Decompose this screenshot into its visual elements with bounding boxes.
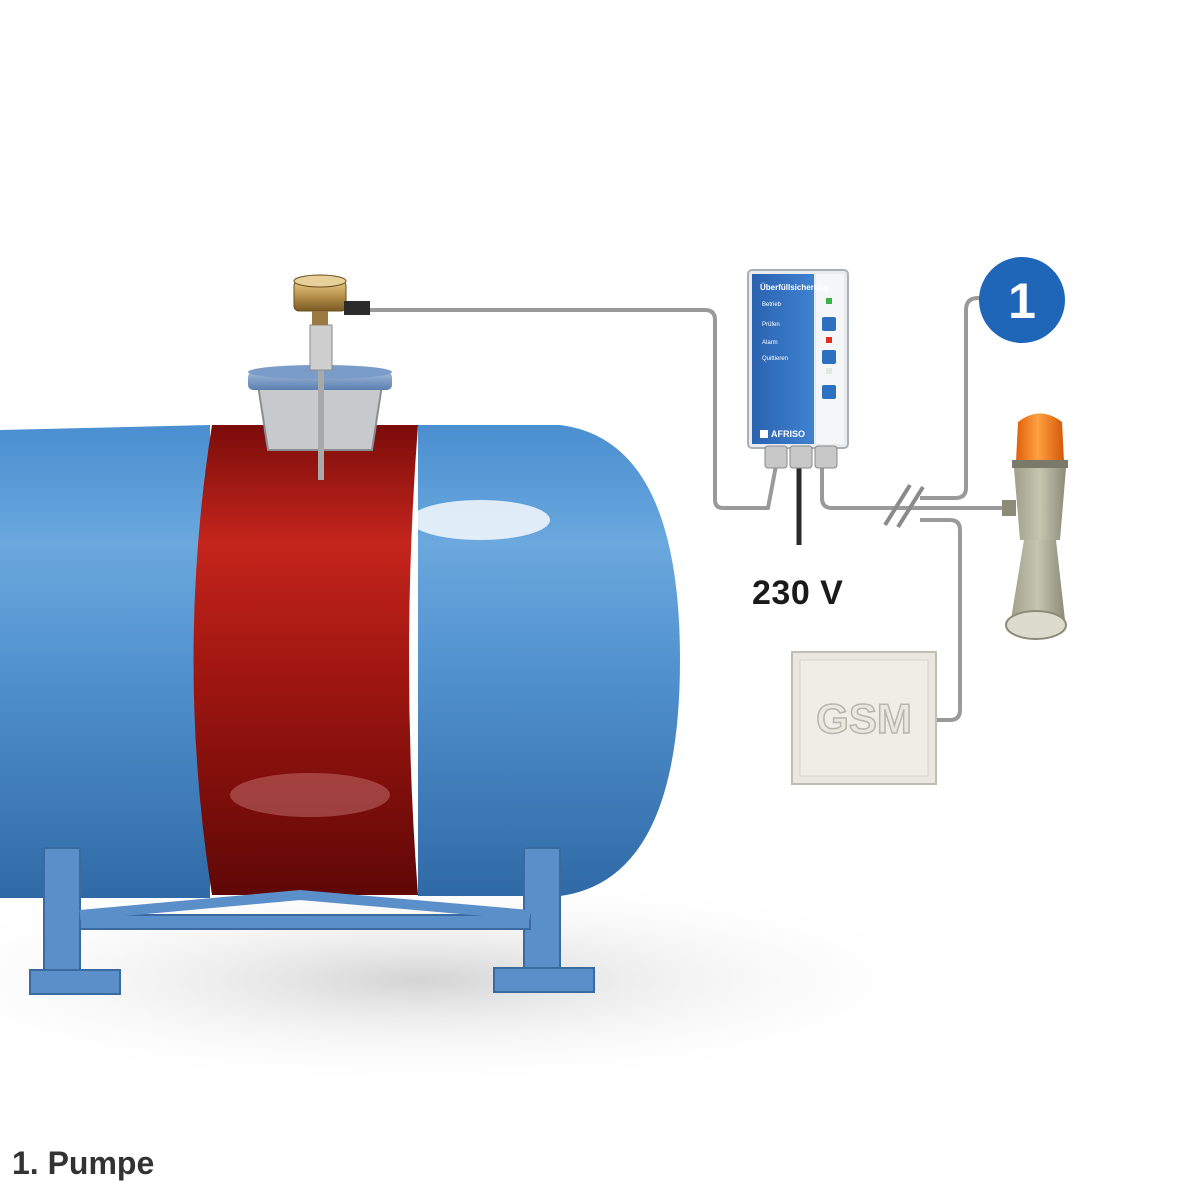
cable-sensor-to-controller: [370, 308, 780, 510]
brand-logo-icon: [760, 430, 768, 438]
tank-right-shell: [418, 425, 680, 896]
controller-row-alarm: Alarm: [762, 340, 778, 346]
gsm-module-icon: [791, 651, 937, 785]
gsm-label: GSM: [816, 695, 912, 742]
cables: [370, 296, 1005, 722]
tank-cutaway: [193, 425, 418, 895]
break-mark: [883, 483, 925, 529]
cable-to-badge: [920, 296, 985, 500]
floor-shadow: [0, 870, 980, 1090]
controller-row-pruefen: Prüfen: [762, 322, 780, 328]
sensor-fitting: [309, 324, 333, 371]
caption: 1. Pumpe: [12, 1145, 155, 1181]
sensor-rod: [318, 330, 324, 480]
cutaway-reflection: [230, 773, 390, 817]
controller-row-quittieren: Quittieren: [762, 356, 788, 362]
controller-title: Überfüllsicherung: [760, 283, 829, 292]
tank-highlight: [410, 500, 550, 540]
warning-beacon-horn-icon: [1002, 413, 1068, 640]
badge-number: 1: [1008, 273, 1036, 329]
level-sensor-icon: [293, 274, 370, 325]
controller-row-betrieb: Betrieb: [762, 302, 782, 308]
number-badge-icon: [979, 257, 1065, 343]
tank: [0, 274, 680, 995]
control-unit-icon: [747, 269, 849, 469]
tank-stand: [29, 847, 595, 995]
power-label: 230 V: [752, 574, 844, 612]
controller-brand: AFRISO: [771, 429, 805, 439]
tank-left-shell: [0, 425, 210, 898]
cable-controller-to-alarms: [820, 465, 1005, 510]
cable-to-gsm: [920, 518, 962, 722]
